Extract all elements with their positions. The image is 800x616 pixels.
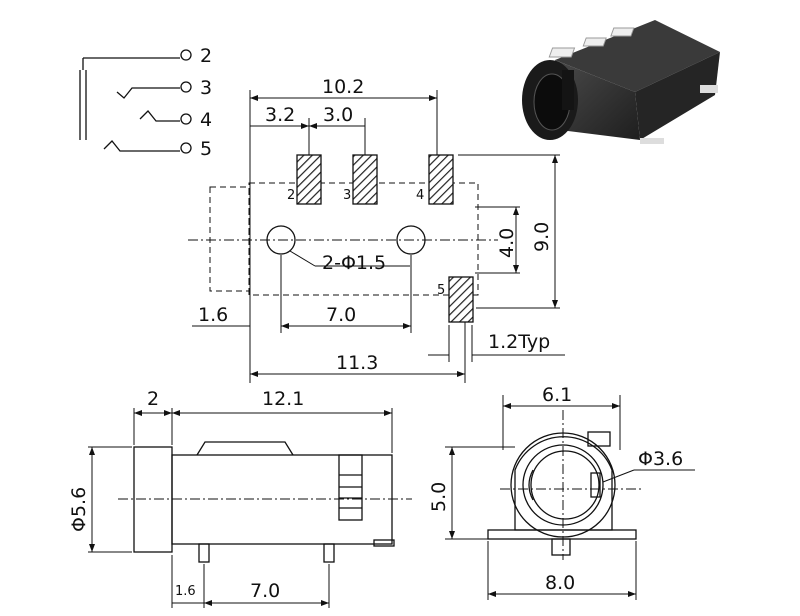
dim-left-offset: 1.6 — [198, 304, 228, 326]
dim-pad-width: 1.2Typ — [488, 331, 550, 353]
dim-hole-spacing: 7.0 — [326, 304, 356, 326]
mounting-hole — [266, 225, 296, 255]
dim-post-spacing: 7.0 — [250, 580, 280, 602]
dim-pad-pitch-b: 3.0 — [323, 104, 353, 126]
pin-5-terminal — [180, 142, 192, 154]
schematic-pin-label: 5 — [200, 138, 212, 160]
dim-bore: Φ3.6 — [638, 448, 683, 470]
pcb-footprint: 2 3 4 5 10.2 3.2 3.0 2-Φ1.5 4.0 9.0 — [188, 76, 565, 383]
pad-label: 5 — [437, 283, 445, 298]
dim-overall-length: 11.3 — [336, 352, 378, 374]
dim-overall-pad-span: 10.2 — [322, 76, 364, 98]
dim-front-length: 2 — [147, 388, 159, 410]
mounting-hole — [396, 225, 426, 255]
connector-photo — [522, 20, 720, 144]
dim-base-width: 8.0 — [545, 572, 575, 594]
pad-4 — [428, 154, 454, 205]
side-view: 2 12.1 Φ5.6 1.6 7.0 — [68, 388, 412, 608]
pad-2 — [296, 154, 322, 205]
dim-hole-label: 2-Φ1.5 — [322, 252, 386, 274]
pin-3-terminal — [180, 81, 192, 93]
pad-3 — [352, 154, 378, 205]
dim-pad-pitch-a: 3.2 — [265, 104, 295, 126]
dim-diameter: Φ5.6 — [68, 487, 90, 532]
pin-schematic: 2 3 4 5 — [79, 45, 212, 160]
dim-pad-offset: 4.0 — [496, 228, 518, 258]
pad-5 — [448, 276, 474, 323]
dim-top-width: 6.1 — [542, 384, 572, 406]
pin-4-terminal — [180, 113, 192, 125]
dim-height: 5.0 — [428, 482, 450, 512]
pad-label: 4 — [416, 188, 424, 203]
dim-post-offset: 1.6 — [175, 584, 196, 599]
pad-label: 3 — [343, 188, 351, 203]
schematic-pin-label: 2 — [200, 45, 212, 67]
schematic-pin-label: 3 — [200, 77, 212, 99]
dim-body-length: 12.1 — [262, 388, 304, 410]
pad-label: 2 — [287, 188, 295, 203]
front-view: 6.1 Φ3.6 5.0 8.0 — [428, 384, 695, 600]
schematic-pin-label: 4 — [200, 109, 212, 131]
dim-body-height: 9.0 — [531, 222, 553, 252]
pin-2-terminal — [180, 49, 192, 61]
